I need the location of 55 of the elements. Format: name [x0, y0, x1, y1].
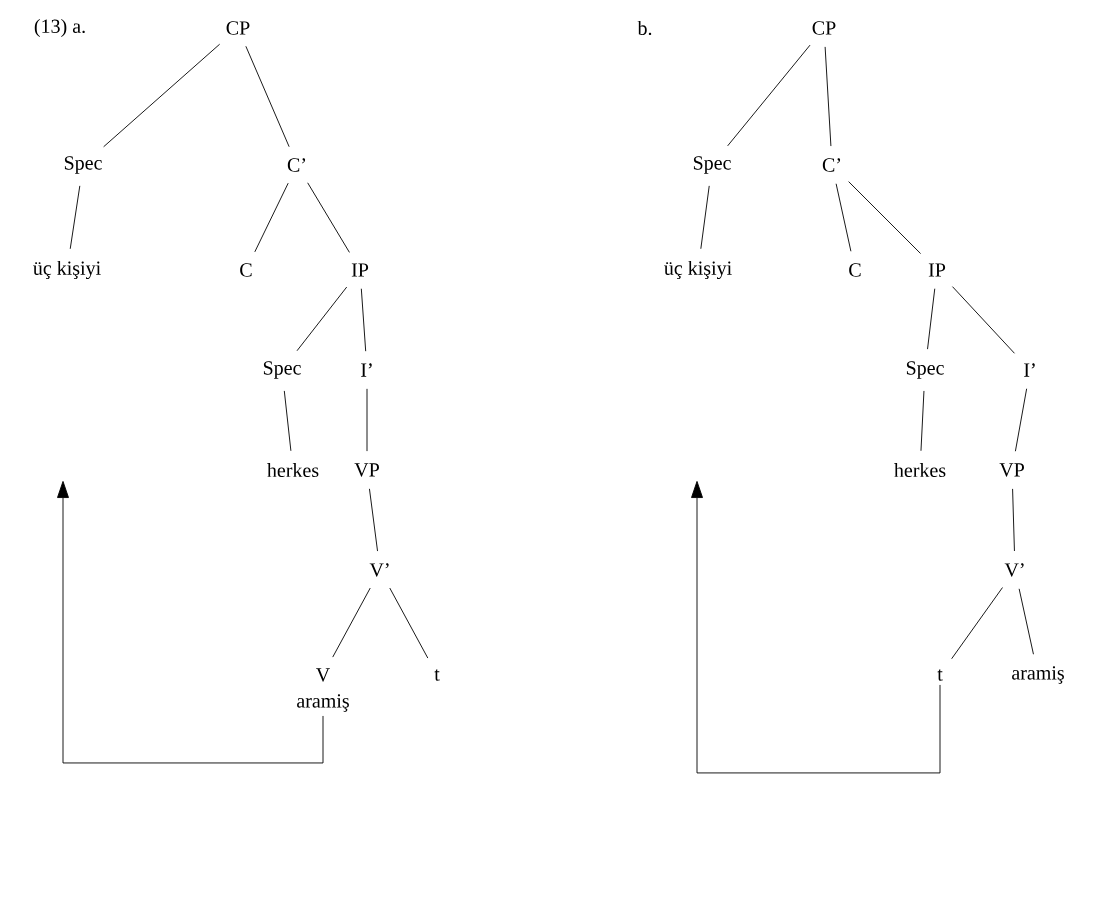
branch-line [1014, 388, 1028, 452]
branch-line [369, 488, 378, 552]
tree-label: herkes [894, 462, 946, 478]
branch-line [1018, 588, 1034, 655]
branch-line [700, 185, 710, 250]
tree-label: Spec [263, 361, 301, 379]
tree-label: IP [928, 263, 946, 277]
branch-line [824, 46, 832, 147]
branch-line [927, 288, 936, 350]
movement-arrow [691, 481, 941, 774]
tree-label: C’ [822, 158, 841, 172]
tree-label: Spec [64, 156, 102, 174]
tree-label: üç kişiyi [664, 260, 732, 280]
tree-label: CP [812, 21, 836, 35]
branch-line [103, 43, 221, 148]
tree-label: Spec [906, 361, 944, 379]
branch-line [296, 286, 348, 352]
tree-label: Spec [693, 156, 731, 174]
tree-label: aramiş [297, 694, 349, 712]
branch-line [1012, 488, 1015, 552]
example-number: b. [637, 20, 652, 36]
tree-label: C [240, 263, 252, 277]
example-number: (13) a. [34, 18, 85, 38]
tree-label: I’ [361, 363, 372, 377]
branch-line [366, 388, 368, 452]
branch-line [283, 390, 292, 452]
tree-label: VP [354, 463, 379, 477]
tree-label: CP [226, 21, 250, 35]
branch-line [69, 185, 81, 250]
branch-line [952, 286, 1015, 354]
branch-line [254, 182, 289, 253]
branch-line [332, 587, 371, 658]
tree-label: aramiş [1012, 666, 1064, 684]
branch-line [360, 288, 367, 352]
tree-label: herkes [267, 462, 319, 478]
tree-label: I’ [1024, 363, 1035, 377]
tree-label: IP [351, 263, 369, 277]
tree-label: V’ [1004, 563, 1024, 577]
movement-arrow [57, 481, 324, 764]
tree-label: t [937, 669, 943, 681]
tree-label: C [849, 263, 861, 277]
branch-line [848, 181, 922, 255]
tree-label: V [316, 668, 330, 682]
tree-label: üç kişiyi [33, 260, 101, 280]
tree-label: V’ [369, 563, 389, 577]
tree-label: VP [999, 463, 1024, 477]
branch-line [727, 44, 811, 147]
branch-line [245, 45, 290, 148]
branch-line [835, 183, 852, 252]
branch-line [920, 390, 925, 452]
branch-line [951, 587, 1003, 660]
branch-line [307, 182, 350, 253]
tree-label: C’ [287, 158, 306, 172]
branch-line [389, 587, 429, 659]
tree-label: t [434, 669, 440, 681]
